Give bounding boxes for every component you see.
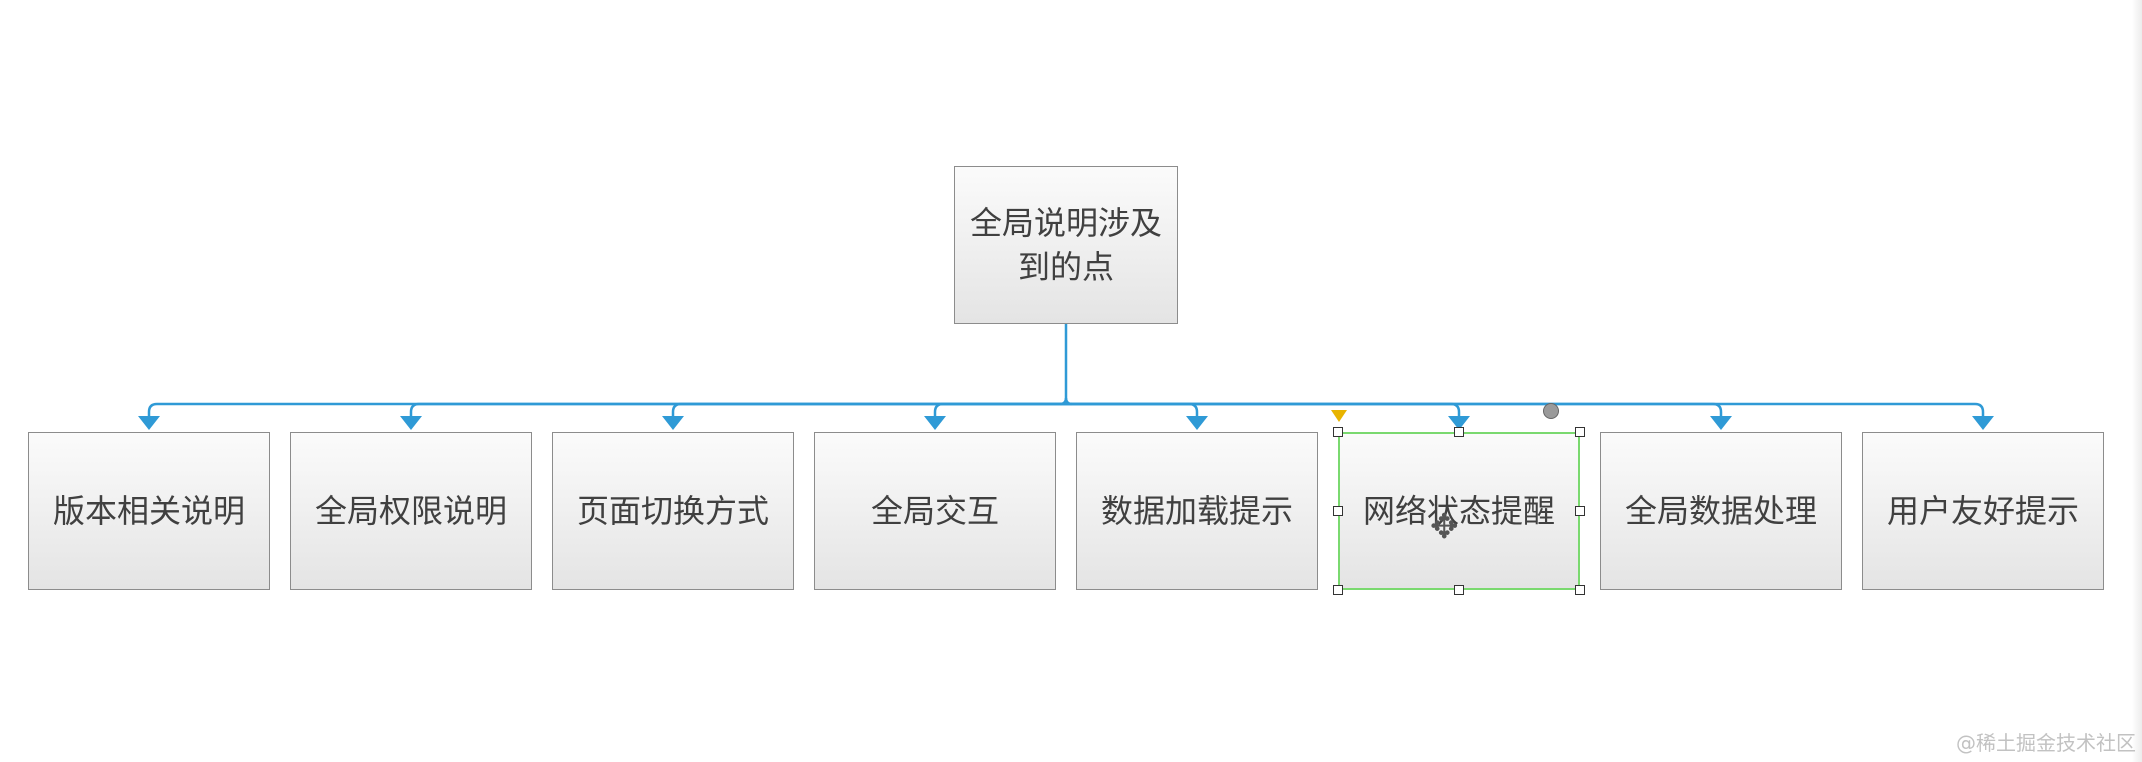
watermark: @稀土掘金技术社区 [1956,731,2136,755]
connector-branch-2 [671,402,1066,420]
child-node-label: 全局权限说明 [314,492,507,530]
canvas-edge-scrollbar[interactable] [2132,0,2142,762]
connector-branch-1 [409,402,1066,420]
child-node-label: 版本相关说明 [52,492,245,530]
connector-branch-5 [1066,402,1461,420]
resize-handle-top-middle[interactable] [1454,427,1464,437]
connector-trunk [1064,324,1073,406]
resize-handle-bottom-right[interactable] [1575,585,1585,595]
arrow-down-icon [1186,416,1208,430]
child-node-label: 全局数据处理 [1624,492,1817,530]
root-node[interactable]: 全局说明涉及 到的点 [954,166,1178,324]
resize-handle-top-right[interactable] [1575,427,1585,437]
resize-handle-middle-left[interactable] [1333,506,1343,516]
anchor-marker-icon[interactable] [1331,410,1347,422]
arrow-down-icon [138,416,160,430]
resize-handle-middle-right[interactable] [1575,506,1585,516]
child-node-6[interactable]: 全局数据处理 [1600,432,1842,590]
child-node-label: 数据加载提示 [1100,492,1293,530]
move-cursor-icon: ✥ [1430,507,1459,547]
child-node-5-selected[interactable]: 网络状态提醒 [1338,432,1580,590]
child-node-7[interactable]: 用户友好提示 [1862,432,2104,590]
rotate-handle-icon[interactable] [1543,403,1559,419]
arrow-down-icon [924,416,946,430]
child-node-label: 用户友好提示 [1886,492,2079,530]
arrow-down-icon [1710,416,1732,430]
connector-branch-4 [1066,402,1199,420]
connector-branch-0 [147,402,1066,420]
root-node-label: 全局说明涉及 到的点 [969,204,1162,286]
child-node-label: 全局交互 [870,492,999,530]
arrow-down-icon [1972,416,1994,430]
resize-handle-bottom-left[interactable] [1333,585,1343,595]
child-node-4[interactable]: 数据加载提示 [1076,432,1318,590]
connector-branch-6 [1066,402,1723,420]
child-node-label: 页面切换方式 [576,492,769,530]
arrow-down-icon [662,416,684,430]
arrow-down-icon [1448,416,1470,430]
child-node-1[interactable]: 全局权限说明 [290,432,532,590]
child-node-2[interactable]: 页面切换方式 [552,432,794,590]
arrow-down-icon [400,416,422,430]
resize-handle-bottom-middle[interactable] [1454,585,1464,595]
resize-handle-top-left[interactable] [1333,427,1343,437]
child-node-0[interactable]: 版本相关说明 [28,432,270,590]
connector-branch-3 [933,402,1066,420]
child-node-label: 网络状态提醒 [1362,492,1555,530]
connector-branch-7 [1066,402,1985,420]
child-node-3[interactable]: 全局交互 [814,432,1056,590]
